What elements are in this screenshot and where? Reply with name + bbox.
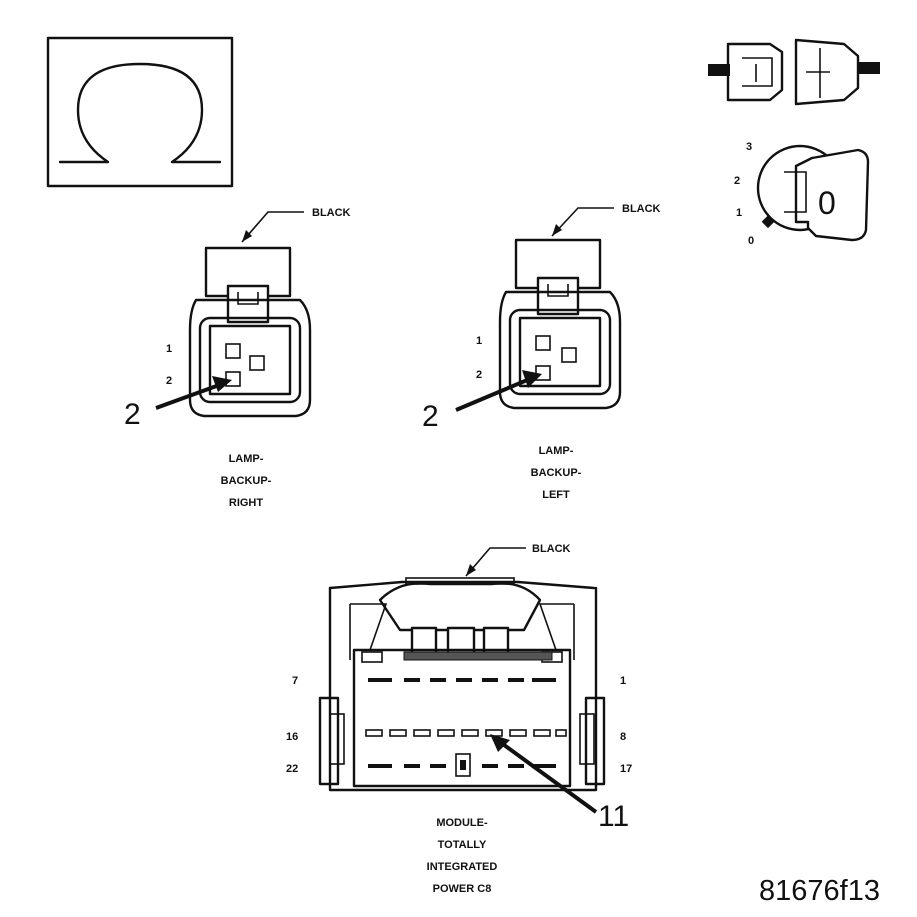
color-label: BLACK	[532, 543, 571, 555]
color-leader	[465, 547, 526, 577]
pin-row-top	[368, 678, 556, 682]
connector-name-line-3: INTEGRATED	[427, 861, 498, 873]
connector-name-line-3: RIGHT	[229, 497, 264, 509]
pin-22: 22	[286, 763, 298, 775]
connector-name-line-1: LAMP-	[539, 445, 574, 457]
color-leader	[241, 211, 304, 243]
connector-lamp-backup-right: BLACK 1 2 2 LAMP- BACKUP- RIGHT	[124, 207, 351, 509]
connector-name-line-1: LAMP-	[229, 453, 264, 465]
ignition-position-2: 2	[734, 175, 740, 187]
ignition-position-1: 1	[736, 207, 742, 219]
pin-7: 7	[292, 675, 298, 687]
ignition-key-label: 0	[818, 185, 836, 221]
connector-disconnect-icon	[708, 38, 880, 106]
callout-2: 2	[422, 400, 439, 433]
ignition-position-0: 0	[748, 235, 754, 247]
connector-name-line-4: POWER C8	[433, 883, 492, 895]
connector-name-line-1: MODULE-	[436, 817, 488, 829]
ohmmeter-icon	[46, 36, 234, 188]
pin-1: 1	[476, 335, 482, 347]
pin-1: 1	[166, 343, 172, 355]
pin-1: 1	[620, 675, 626, 687]
callout-2: 2	[124, 398, 141, 431]
ignition-key-icon: 3 2 1 0 0	[734, 141, 870, 247]
color-label: BLACK	[622, 203, 661, 215]
ignition-position-3: 3	[746, 141, 752, 153]
connector-name-line-2: BACKUP-	[221, 475, 272, 487]
pin-8: 8	[620, 731, 626, 743]
connector-lamp-backup-left: BLACK 1 2 2 LAMP- BACKUP- LEFT	[422, 203, 661, 501]
pin-row-bottom	[368, 753, 556, 777]
pin-2: 2	[166, 375, 172, 387]
color-leader	[551, 207, 614, 237]
connector-name-line-2: TOTALLY	[438, 839, 487, 851]
pin-16: 16	[286, 731, 298, 743]
figure-id: 81676f13	[759, 875, 880, 907]
pin-17: 17	[620, 763, 632, 775]
pin-2: 2	[476, 369, 482, 381]
pin-row-middle	[365, 729, 567, 737]
callout-11: 11	[598, 800, 629, 833]
connector-name-line-3: LEFT	[542, 489, 570, 501]
connector-name-line-2: BACKUP-	[531, 467, 582, 479]
color-label: BLACK	[312, 207, 351, 219]
connector-tipm-c8: BLACK	[286, 543, 632, 895]
